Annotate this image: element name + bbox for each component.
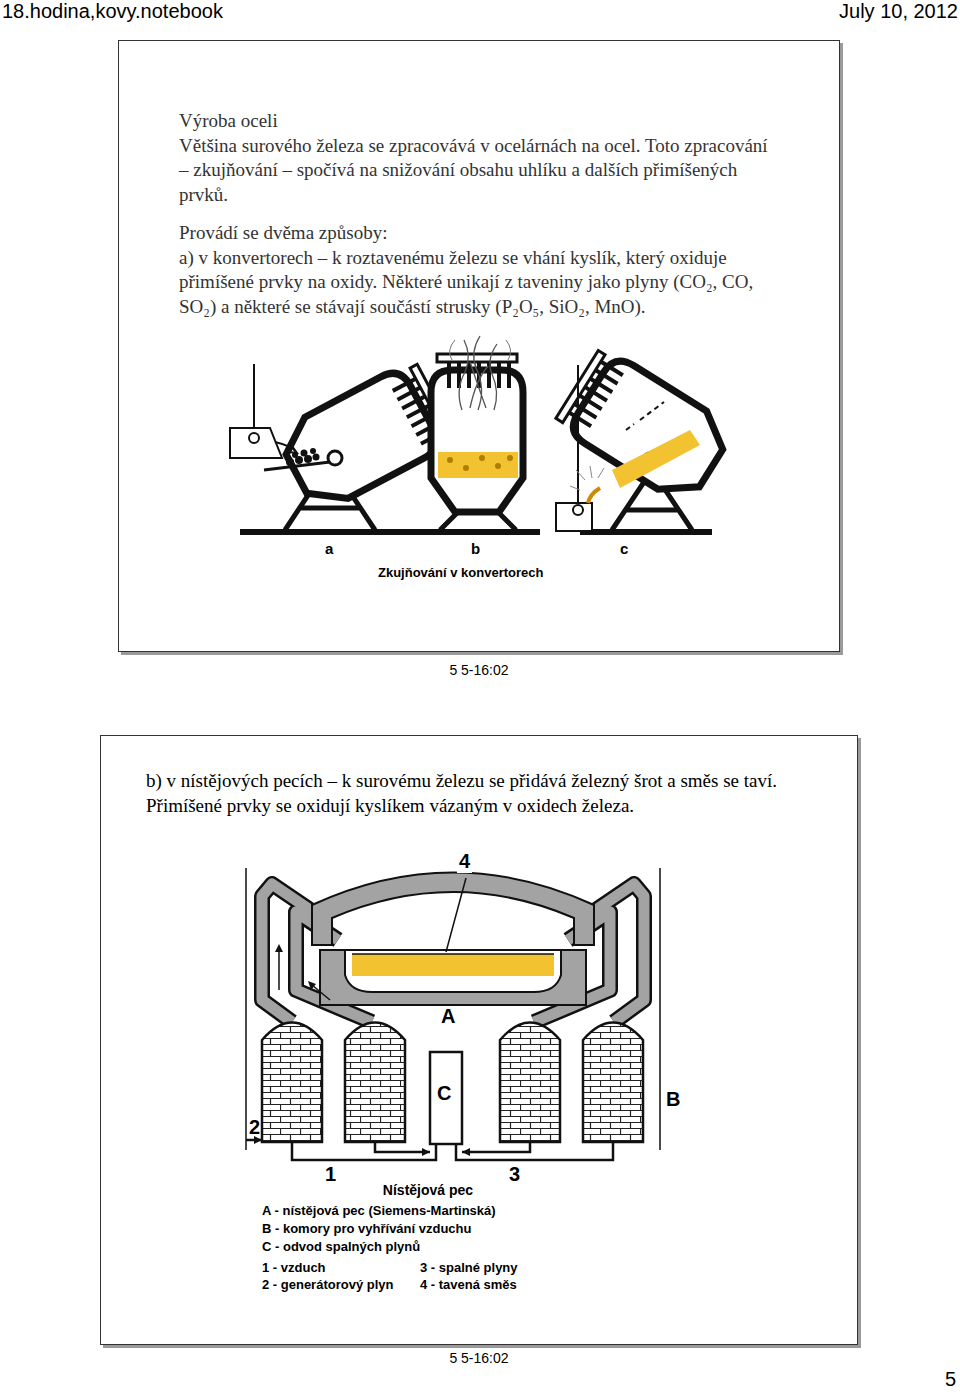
open-hearth-furnace [312,873,594,946]
converter-a [301,450,308,457]
converter-a [286,458,294,466]
callout-number: 3 [509,1163,520,1186]
open-hearth-furnace [352,953,554,955]
converter-b [459,336,497,410]
converter-b [447,455,513,471]
converter-b [438,452,518,478]
converter-c [556,503,592,531]
slide-frame: b) v nístějových pecích – k surovému žel… [100,735,858,1345]
legend-line: 1 - vzduch [262,1261,326,1276]
converter-c [553,345,736,532]
converter-illustration [225,336,735,586]
callout-number: 4 [457,850,472,873]
legend-line: 2 - generátorový plyn [262,1278,393,1293]
open-hearth-furnace [246,1140,613,1160]
figure-caption: Nístějová pec [383,1182,473,1198]
page-number: 5 [945,1368,956,1391]
slide-shadow [100,735,858,1345]
converter-c [553,345,736,507]
converter-b [495,463,501,469]
open-hearth-furnace [262,1023,322,1143]
converter-b [450,340,511,360]
open-hearth-furnace [308,981,316,990]
open-hearth-furnace [462,1148,470,1156]
converter-a [230,359,460,532]
legend-line: C - odvod spalných plynů [262,1240,420,1255]
open-hearth-furnace [500,1023,560,1143]
converter-c [580,529,712,535]
open-hearth-furnace [312,985,330,1000]
converter-b [420,336,540,532]
slide-footer: 5 5-16:02 [449,662,508,678]
converter-c [612,430,700,488]
open-hearth-furnace [446,878,466,952]
open-hearth-furnace [456,1142,613,1160]
slide-shadow [118,40,840,652]
part-letter: C [437,1082,451,1105]
slide-paragraph: a) v konvertorech – k roztavenému železu… [179,246,774,320]
part-letter: c [620,540,628,557]
converter-b [479,455,485,461]
converter-a [286,448,320,466]
slide-paragraph: b) v nístějových pecích – k surovému žel… [146,769,806,818]
open-hearth-furnace [375,1142,430,1152]
callout-number: 2 [249,1116,260,1139]
open-hearth-furnace [275,944,283,952]
open-hearth-furnace [278,950,280,990]
open-hearth-furnace [246,868,660,1160]
converter-b [431,354,523,512]
converter-a [313,454,320,461]
open-hearth-furnace [430,1052,462,1144]
slide-heading: Výroba oceli [179,109,774,134]
open-hearth-furnace [246,868,660,1150]
slide-footer: 5 5-16:02 [449,1350,508,1366]
converter-c [588,488,600,503]
page-date: July 10, 2012 [839,0,958,23]
converter-c [626,402,664,430]
slide-paragraph: Provádí se dvěma způsoby: [179,221,774,246]
open-hearth-furnace [352,954,554,976]
part-letter: A [441,1005,455,1028]
figure-caption: Zkujňování v konvertorech [378,566,543,581]
page-header: 18.hodina,kovy.notebook [2,0,223,23]
converter-a [230,428,282,458]
converter-a [289,446,297,453]
open-hearth-furnace [583,1023,643,1143]
open-hearth-furnace [345,1023,405,1143]
legend-line: B - komory pro vyhřívání vzduchu [262,1222,472,1237]
legend-line: 3 - spalné plyny [420,1261,518,1276]
converter-c [570,466,604,490]
converter-c [577,365,579,505]
converter-b [463,465,469,471]
part-letter: B [666,1088,680,1111]
converter-a [249,433,259,443]
slide-paragraph: Většina surového železa se zpracovává v … [179,134,774,208]
slide-shadow [100,40,861,1348]
converter-b [507,455,513,461]
converter-c [573,505,583,515]
legend-line: A - nístějová pec (Siemens-Martinská) [262,1204,496,1219]
converter-a [275,442,296,452]
slide-frame: Výroba oceliVětšina surového železa se z… [118,40,840,652]
open-hearth-furnace [422,1148,430,1156]
part-letter: a [325,540,333,557]
converter-a [310,448,316,454]
open-hearth-furnace [462,1142,530,1152]
converter-b [420,529,540,535]
open-hearth-furnace [254,1136,470,1156]
part-letter: b [471,540,480,557]
legend-line: 4 - tavená směs [420,1278,517,1293]
open-hearth-furnace [320,950,586,1005]
open-hearth-furnace [292,1142,436,1160]
callout-number: 1 [325,1163,336,1186]
open-hearth-furnace [345,950,561,992]
converter-b [447,457,453,463]
converter-a [253,364,255,428]
